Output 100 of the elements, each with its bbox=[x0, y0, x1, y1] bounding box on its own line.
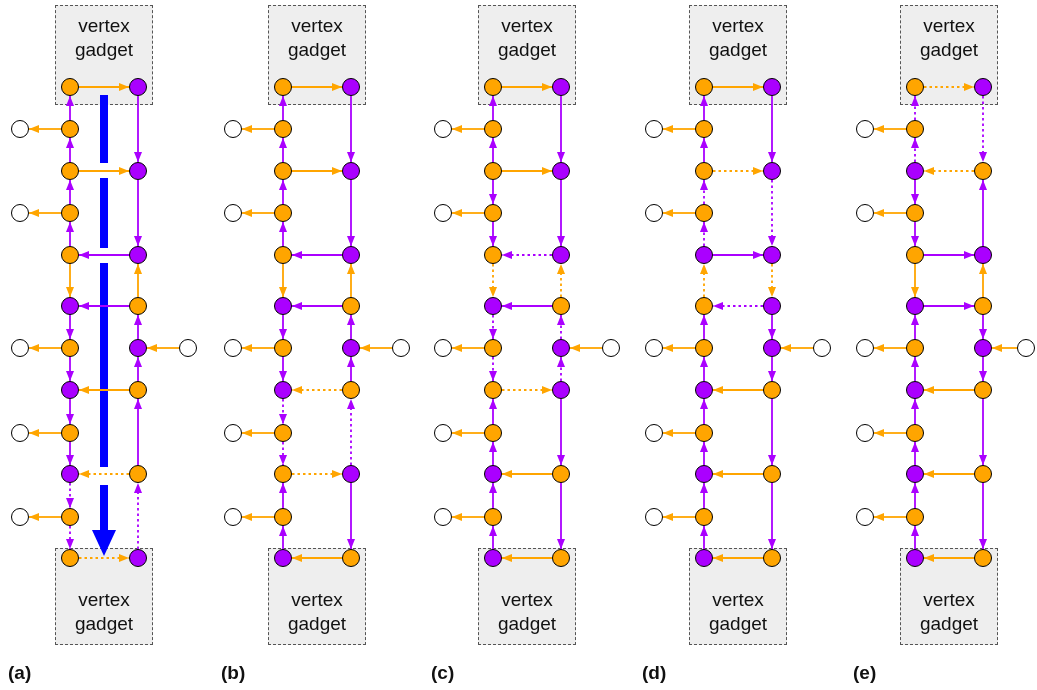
arrow bbox=[489, 221, 497, 247]
arrow bbox=[78, 251, 130, 259]
arrow bbox=[911, 263, 919, 298]
node-circle bbox=[224, 424, 242, 442]
arrow bbox=[241, 209, 275, 217]
arrow bbox=[279, 137, 287, 163]
node-circle bbox=[974, 162, 992, 180]
node-circle bbox=[484, 465, 502, 483]
arrow bbox=[28, 209, 62, 217]
node-circle bbox=[695, 508, 713, 526]
arrow bbox=[66, 482, 74, 509]
panel-label: (e) bbox=[853, 662, 877, 684]
node-circle bbox=[695, 297, 713, 315]
arrow bbox=[700, 525, 708, 550]
node-circle bbox=[274, 381, 292, 399]
arrow bbox=[700, 263, 708, 298]
arrow bbox=[489, 525, 497, 550]
arrow bbox=[700, 137, 708, 163]
arrow bbox=[489, 356, 497, 382]
node-circle bbox=[695, 549, 713, 567]
node-circle bbox=[763, 297, 781, 315]
node-circle bbox=[974, 549, 992, 567]
arrow bbox=[911, 137, 919, 163]
arrow bbox=[241, 513, 275, 521]
arrow bbox=[279, 482, 287, 509]
node-circle bbox=[906, 297, 924, 315]
node-circle bbox=[61, 465, 79, 483]
arrow bbox=[489, 398, 497, 425]
node-circle bbox=[11, 120, 29, 138]
arrow bbox=[451, 429, 485, 437]
node-circle bbox=[61, 246, 79, 264]
node-circle bbox=[484, 120, 502, 138]
arrow bbox=[347, 263, 355, 298]
node-circle bbox=[129, 339, 147, 357]
node-circle bbox=[974, 339, 992, 357]
node-circle bbox=[342, 339, 360, 357]
arrow bbox=[911, 314, 919, 340]
arrow bbox=[66, 356, 74, 382]
arrow bbox=[489, 441, 497, 466]
node-circle bbox=[645, 508, 663, 526]
node-circle bbox=[906, 508, 924, 526]
arrow bbox=[700, 441, 708, 466]
arrow bbox=[347, 398, 355, 466]
node-circle bbox=[61, 549, 79, 567]
panel-label: (c) bbox=[431, 662, 455, 684]
panel-label: (d) bbox=[642, 662, 667, 684]
arrow bbox=[923, 83, 975, 91]
arrow bbox=[279, 221, 287, 247]
vertex-gadget-box bbox=[900, 5, 998, 105]
arrow bbox=[279, 441, 287, 466]
node-circle bbox=[763, 381, 781, 399]
node-circle bbox=[695, 246, 713, 264]
arrow bbox=[66, 221, 74, 247]
arrow bbox=[557, 314, 565, 340]
arrow bbox=[557, 263, 565, 298]
node-circle bbox=[342, 381, 360, 399]
node-circle bbox=[11, 508, 29, 526]
arrow bbox=[279, 314, 287, 340]
node-circle bbox=[484, 508, 502, 526]
arrow bbox=[66, 398, 74, 425]
arrow bbox=[923, 302, 975, 310]
arrow bbox=[279, 179, 287, 205]
arrow bbox=[66, 441, 74, 466]
arrow bbox=[291, 470, 343, 478]
arrow bbox=[768, 398, 776, 466]
arrow bbox=[489, 179, 497, 205]
node-circle bbox=[274, 424, 292, 442]
node-circle bbox=[602, 339, 620, 357]
node-circle bbox=[974, 465, 992, 483]
arrow bbox=[662, 125, 696, 133]
node-circle bbox=[274, 549, 292, 567]
arrow bbox=[712, 302, 764, 310]
vertex-gadget-box bbox=[268, 5, 366, 105]
gadget-label: vertex gadget bbox=[73, 588, 135, 636]
node-circle bbox=[129, 549, 147, 567]
arrow bbox=[662, 429, 696, 437]
node-circle bbox=[552, 162, 570, 180]
node-circle bbox=[906, 120, 924, 138]
node-circle bbox=[224, 339, 242, 357]
arrow bbox=[700, 314, 708, 340]
node-circle bbox=[434, 339, 452, 357]
node-circle bbox=[434, 204, 452, 222]
node-circle bbox=[974, 246, 992, 264]
node-circle bbox=[61, 120, 79, 138]
arrow bbox=[911, 482, 919, 509]
node-circle bbox=[695, 381, 713, 399]
arrow bbox=[489, 95, 497, 121]
node-circle bbox=[342, 465, 360, 483]
gadget-label: vertex gadget bbox=[496, 588, 558, 636]
arrow bbox=[873, 429, 907, 437]
node-circle bbox=[906, 381, 924, 399]
gadget-label: vertex gadget bbox=[707, 588, 769, 636]
node-circle bbox=[906, 549, 924, 567]
node-circle bbox=[61, 78, 79, 96]
arrow bbox=[979, 179, 987, 247]
arrow bbox=[768, 95, 776, 163]
node-circle bbox=[763, 78, 781, 96]
arrow bbox=[979, 398, 987, 466]
arrow bbox=[134, 263, 142, 298]
node-circle bbox=[61, 381, 79, 399]
